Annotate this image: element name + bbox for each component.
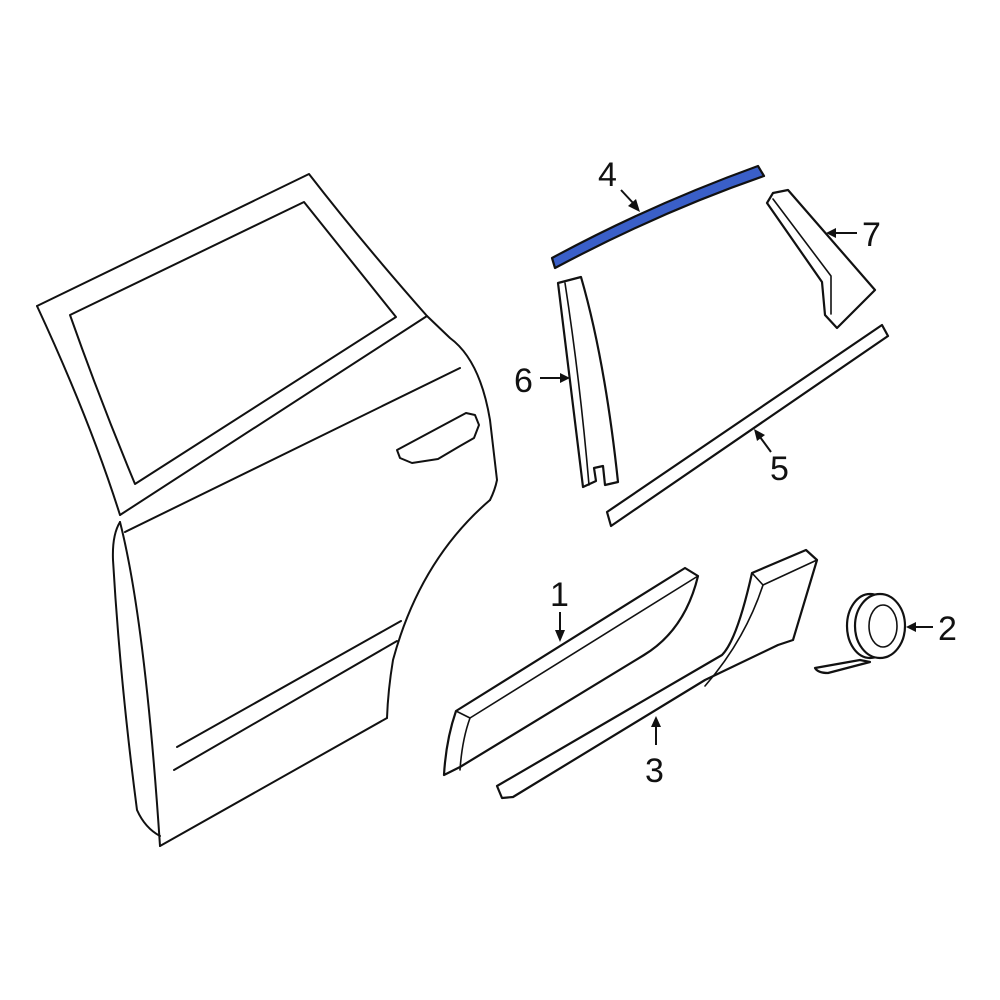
belt-molding-shape[interactable] (605, 323, 890, 528)
tape-strip (813, 658, 872, 675)
door-molding-1-end-face (459, 717, 471, 771)
callout-label-4: 4 (598, 156, 617, 194)
door-body-crease-lower (173, 640, 398, 771)
part-2-adhesive-tape-roll[interactable] (813, 592, 907, 675)
rear-pillar-applique-shape[interactable] (765, 188, 877, 330)
upper-frame-molding-shape[interactable] (550, 164, 766, 270)
callout-6[interactable]: 6 (514, 362, 570, 400)
callout-5-leader (759, 436, 772, 453)
callout-label-2: 2 (938, 610, 957, 648)
arrow-up-icon (651, 716, 661, 727)
door-frame-outer (36, 173, 498, 501)
arrow-down-right-icon (628, 199, 640, 212)
callout-label-5: 5 (770, 450, 789, 488)
door-molding-3-ridge (704, 584, 764, 687)
door-front-face-line (119, 521, 161, 847)
callout-7[interactable]: 7 (826, 216, 881, 254)
rear-pillar-applique-edge (772, 198, 832, 315)
part-5-belt-molding[interactable] (605, 323, 890, 528)
door-bottom-edge (159, 717, 388, 847)
door-window-opening (69, 201, 397, 485)
part-6-front-pillar-applique[interactable] (556, 275, 620, 489)
callout-1[interactable]: 1 (550, 576, 569, 642)
part-4-upper-frame-molding[interactable] (550, 164, 766, 270)
door-molding-1-shape[interactable] (442, 566, 700, 777)
part-1-door-molding[interactable] (442, 566, 700, 777)
rear-door (36, 173, 498, 847)
door-handle (396, 412, 480, 464)
part-7-rear-pillar-applique[interactable] (765, 188, 877, 330)
callout-label-3: 3 (645, 752, 664, 790)
arrow-up-left-icon (754, 429, 765, 441)
door-frame-left-edge (36, 305, 121, 516)
callout-2[interactable]: 2 (906, 610, 957, 648)
arrow-down-icon (555, 630, 565, 642)
callout-4[interactable]: 4 (598, 156, 640, 212)
front-pillar-applique-shape[interactable] (556, 275, 620, 489)
arrow-left-icon (906, 622, 916, 632)
door-body-crease-upper (176, 620, 402, 748)
callout-label-7: 7 (862, 216, 881, 254)
door-rear-edge (386, 499, 491, 719)
door-beltline-crease (124, 367, 461, 533)
callout-3[interactable]: 3 (645, 716, 664, 790)
callout-4-leader (620, 189, 635, 205)
callout-label-1: 1 (550, 576, 569, 614)
part-3-door-molding-lower[interactable] (495, 548, 819, 800)
front-pillar-applique-edge (564, 282, 590, 486)
arrow-right-icon (560, 373, 570, 383)
callout-5[interactable]: 5 (754, 429, 789, 488)
arrow-left-icon (826, 228, 836, 238)
door-belt-line (119, 315, 428, 516)
tape-roll-core (868, 604, 898, 648)
callout-label-6: 6 (514, 362, 533, 400)
door-front-edge (111, 521, 161, 837)
